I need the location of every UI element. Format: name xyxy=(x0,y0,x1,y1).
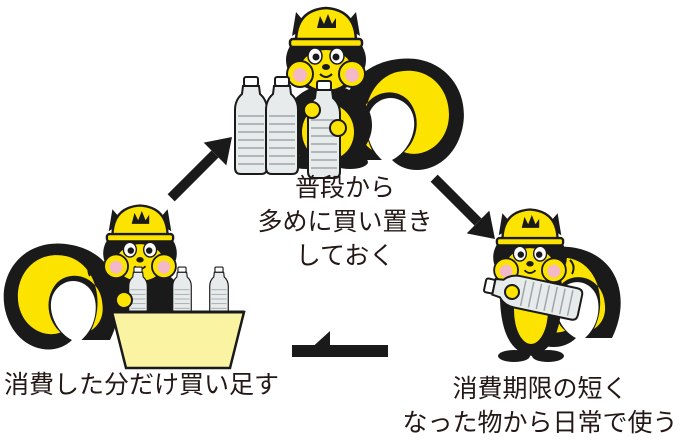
step-consume-label: 消費期限の短く なった物から日常で使う xyxy=(392,372,688,440)
step-stockpile-line-1: 普段から xyxy=(294,173,395,202)
water-bottle-icon xyxy=(234,76,341,179)
step-replenish-line-1: 消費した分だけ買い足す xyxy=(4,370,280,399)
arrow-icon xyxy=(308,331,388,357)
step-stockpile-label: 普段から 多めに買い置き しておく xyxy=(225,171,465,273)
step-consume-line-1: 消費期限の短く xyxy=(452,374,628,403)
step-stockpile-line-3: しておく xyxy=(295,241,395,270)
step-replenish-label: 消費した分だけ買い足す xyxy=(4,368,304,402)
step-stockpile-line-2: 多めに買い置き xyxy=(257,207,433,236)
step-consume-line-2: なった物から日常で使う xyxy=(402,408,678,437)
storage-box xyxy=(110,310,246,370)
